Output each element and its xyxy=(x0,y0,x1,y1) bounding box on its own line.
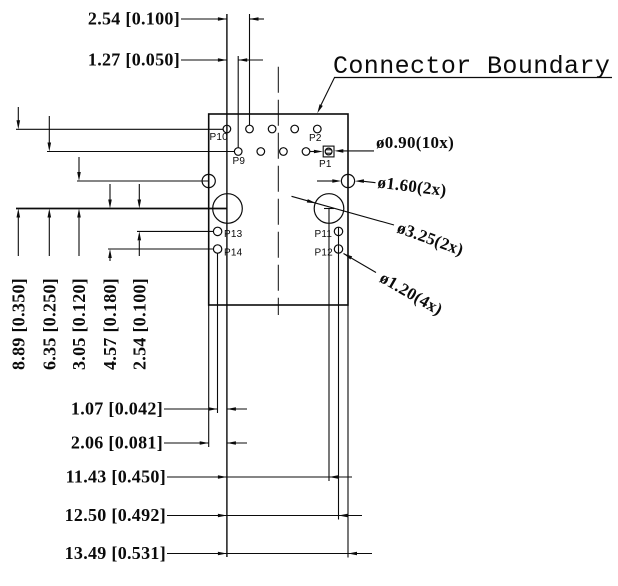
arrow-up xyxy=(47,208,52,218)
pin-labels: P10 P9 P2 P1 P13 P14 P11 P12 xyxy=(210,132,334,259)
dim-left-8.89: 8.89 [0.350] xyxy=(8,278,28,370)
callout-0.90: ø0.90(10x) xyxy=(376,133,454,152)
hole-p12 xyxy=(333,244,344,254)
hole-row2-3 xyxy=(279,147,288,156)
pin-label-p12: P12 xyxy=(315,248,334,259)
arrow-down xyxy=(108,199,112,209)
pin-label-p11: P11 xyxy=(315,229,333,240)
p1-square-outline xyxy=(322,145,335,158)
pin-label-p10: P10 xyxy=(210,132,229,143)
hole-p10 xyxy=(222,124,232,134)
large-hole-right xyxy=(313,193,345,224)
hole-top-2 xyxy=(245,124,254,134)
arrow-up xyxy=(137,231,142,241)
callout-3.25: ø3.25(2x) xyxy=(395,218,467,260)
callout-1.20: ø1.20(4x) xyxy=(377,268,446,319)
large-hole-left xyxy=(212,193,243,224)
hole-row2-2 xyxy=(256,147,266,156)
side-hole-right xyxy=(340,173,356,189)
dim-top-1.27: 1.27 [0.050] xyxy=(88,50,180,70)
hole-p2 xyxy=(312,124,322,134)
arrow-right xyxy=(313,149,323,154)
arrow-down xyxy=(16,120,21,130)
arrow-left xyxy=(338,513,348,518)
arrow-right xyxy=(332,179,342,183)
hole-row2-4 xyxy=(301,147,311,156)
dim-left-3.05: 3.05 [0.120] xyxy=(69,278,89,370)
pin-label-p9: P9 xyxy=(233,156,246,167)
arrow-down xyxy=(77,172,81,181)
arrow-left xyxy=(348,551,357,556)
arrow-up xyxy=(108,249,112,258)
arrow-right xyxy=(199,441,209,445)
dim-bottom-2.06: 2.06 [0.081] xyxy=(71,433,163,453)
pin-label-p2: P2 xyxy=(309,133,322,144)
reference-lines-horizontal xyxy=(16,128,334,250)
hole-p13 xyxy=(212,226,223,237)
p1-drill xyxy=(324,147,333,156)
arrow-left xyxy=(238,58,248,62)
dimensions-top: 2.54 [0.100] 1.27 [0.050] xyxy=(88,9,264,70)
arrow-diagonal xyxy=(343,253,353,260)
drawing-title: Connector Boundary xyxy=(333,52,610,81)
connector-boundary-outline xyxy=(207,66,349,315)
side-hole-left xyxy=(201,173,216,189)
arrow-left xyxy=(249,17,259,21)
title-leader xyxy=(320,77,335,107)
dimensions-left: 8.89 [0.350] 6.35 [0.250] 3.05 [0.120] 4… xyxy=(8,107,149,370)
arrow-left xyxy=(226,407,236,411)
arrow-up xyxy=(16,208,21,218)
arrow-down xyxy=(47,142,52,152)
arrow-right xyxy=(217,513,227,518)
pin-label-p13: P13 xyxy=(224,229,243,240)
hole-top-3 xyxy=(267,124,277,134)
dim-bottom-11.43: 11.43 [0.450] xyxy=(66,467,166,487)
arrow-right xyxy=(217,475,227,479)
hole-p11 xyxy=(333,226,344,237)
arrow-left xyxy=(329,475,338,479)
title-block: Connector Boundary xyxy=(317,52,612,114)
pin-label-p14: P14 xyxy=(224,248,243,259)
dimensions-bottom: 1.07 [0.042] 2.06 [0.081] 11.43 [0.450] … xyxy=(65,399,372,563)
dim-left-6.35: 6.35 [0.250] xyxy=(39,278,59,370)
hole-p9 xyxy=(233,147,243,156)
arrow-left xyxy=(354,179,364,183)
dim-bottom-13.49: 13.49 [0.531] xyxy=(65,543,166,563)
arrow-down-left xyxy=(317,104,323,114)
dim-left-4.57: 4.57 [0.180] xyxy=(100,278,120,370)
leader xyxy=(363,180,376,184)
leader xyxy=(291,195,395,226)
arrow-right xyxy=(217,58,227,62)
arrow-right xyxy=(217,17,227,21)
arrow-left xyxy=(334,149,344,153)
dim-left-2.54: 2.54 [0.100] xyxy=(129,278,149,370)
arrow-up xyxy=(77,208,81,218)
arrow-right xyxy=(217,551,227,556)
hole-top-4 xyxy=(290,124,300,134)
arrow-right xyxy=(208,407,218,411)
hole-p14 xyxy=(212,244,223,254)
hole-callouts: ø0.90(10x) ø1.60(2x) ø3.25(2x) ø1.20(4x) xyxy=(291,133,467,319)
dim-bottom-1.07: 1.07 [0.042] xyxy=(71,399,163,419)
arrow-down xyxy=(137,199,142,209)
dim-bottom-12.50: 12.50 [0.492] xyxy=(65,505,166,525)
holes xyxy=(201,124,356,254)
arrow-left xyxy=(226,441,236,445)
arrow-diagonal xyxy=(306,199,316,204)
callout-1.60: ø1.60(2x) xyxy=(377,173,448,200)
pad-p1-square xyxy=(322,145,335,158)
pin-label-p1: P1 xyxy=(319,159,332,170)
dim-top-2.54: 2.54 [0.100] xyxy=(88,9,180,29)
